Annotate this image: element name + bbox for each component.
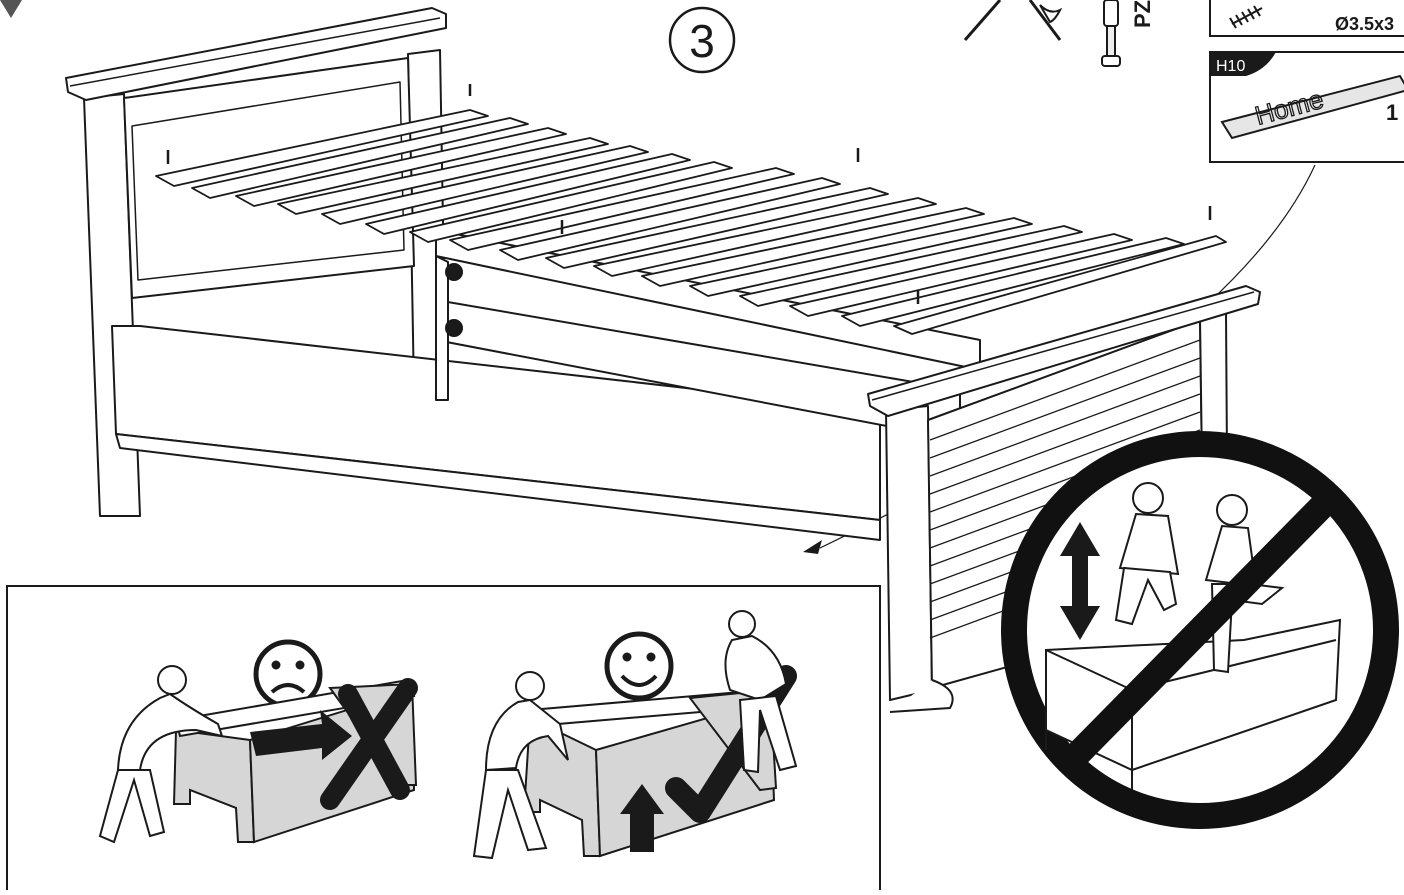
wrong-way-scenario xyxy=(98,639,418,844)
part-qty: 1 xyxy=(1386,100,1398,125)
screw-icon xyxy=(1229,5,1263,29)
arrow-up-icon xyxy=(620,784,664,852)
screw-box: Ø3.5x3 xyxy=(1209,0,1404,37)
screwdriver-icon xyxy=(1101,0,1121,67)
part-tag: H10 xyxy=(1216,58,1245,75)
bed-assembly xyxy=(65,7,1261,713)
jumping-bed xyxy=(1045,618,1342,790)
headboard-cap xyxy=(65,7,447,101)
moving-instructions-panel xyxy=(6,585,881,895)
footboard-left-post xyxy=(885,405,933,701)
side-rail-front xyxy=(111,325,881,521)
screw-size-label: Ø3.5x3 xyxy=(1335,14,1394,34)
right-way-scenario xyxy=(472,610,798,860)
person-pushing xyxy=(98,665,224,844)
person-lifting-back xyxy=(724,610,798,774)
step-badge: 3 xyxy=(668,6,736,74)
leader-arrowhead xyxy=(803,540,822,554)
vertical-double-arrow-icon xyxy=(1060,522,1100,640)
slats-group xyxy=(155,109,1227,335)
cross-mark-icon xyxy=(320,678,418,810)
person-lifting-front xyxy=(472,671,569,860)
prohibition-slash xyxy=(1060,488,1340,772)
part-h10-box: H10 Home 1 xyxy=(1209,51,1404,163)
smile-face-icon xyxy=(604,631,674,701)
no-jumping-sign-icon xyxy=(1001,431,1399,829)
slat-part-icon: Home xyxy=(1220,74,1404,140)
driver-label: PZ xyxy=(1130,0,1155,28)
step-number: 3 xyxy=(689,15,715,67)
screw-markers xyxy=(166,84,1212,304)
corner-marker xyxy=(0,0,22,18)
no-tool-icon xyxy=(963,0,1063,41)
jumping-children xyxy=(1114,482,1285,674)
arrow-right-icon xyxy=(250,710,352,760)
